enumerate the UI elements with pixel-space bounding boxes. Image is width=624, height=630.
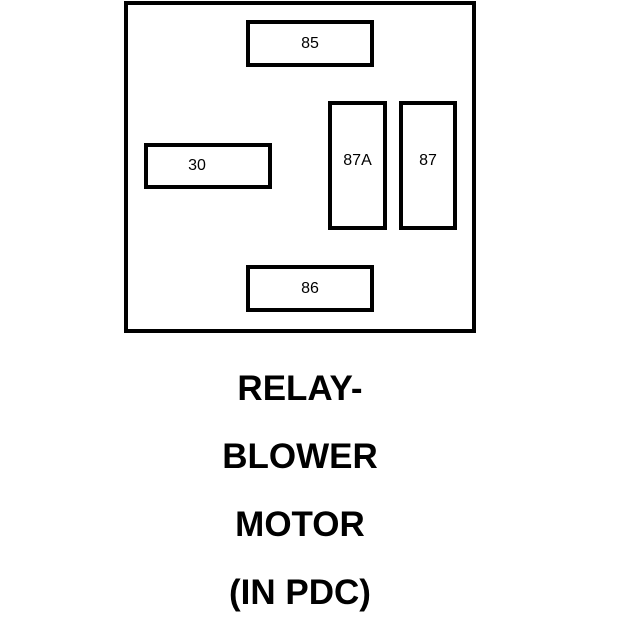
caption-line-3: MOTOR bbox=[235, 505, 365, 544]
terminal-85: 85 bbox=[246, 20, 374, 67]
terminal-87a: 87A bbox=[328, 101, 387, 230]
terminal-30-label: 30 bbox=[188, 157, 206, 174]
terminal-87: 87 bbox=[399, 101, 457, 230]
terminal-85-label: 85 bbox=[301, 34, 319, 52]
terminal-30: 30 bbox=[144, 143, 272, 189]
terminal-87a-label: 87A bbox=[343, 151, 372, 169]
terminal-87-label: 87 bbox=[419, 151, 437, 169]
caption-line-2: BLOWER bbox=[222, 437, 378, 476]
terminal-86: 86 bbox=[246, 265, 374, 312]
relay-caption: RELAY- BLOWER MOTOR (IN PDC) bbox=[150, 358, 450, 630]
caption-line-4: (IN PDC) bbox=[229, 573, 371, 612]
terminal-86-label: 86 bbox=[301, 279, 319, 297]
caption-line-1: RELAY- bbox=[237, 369, 363, 408]
